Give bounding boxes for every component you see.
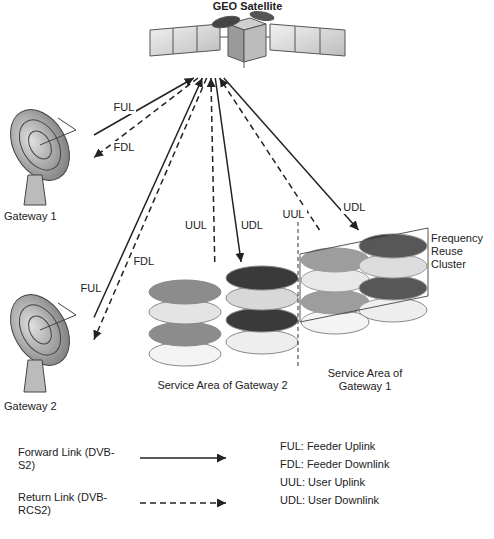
node-label: Gateway 2 xyxy=(4,400,94,413)
satellite-node: GEO Satellite xyxy=(140,0,355,78)
node-label: Gateway 1 xyxy=(4,210,94,223)
forward-link-arrow xyxy=(94,78,194,135)
gateway-dish xyxy=(0,284,82,392)
service-area-node: Service Area of Gateway 2 xyxy=(145,262,300,394)
return-link-arrow xyxy=(94,78,198,158)
forward-link-arrow xyxy=(94,78,202,318)
gateway-dish xyxy=(0,99,82,205)
link-label: FDL xyxy=(131,255,156,268)
forward-link-arrow xyxy=(215,78,241,262)
abbreviation-key: FUL: Feeder Uplink xyxy=(280,440,480,453)
reuse-cluster-outline xyxy=(300,228,428,322)
legend-line xyxy=(140,457,226,459)
cluster-label: Frequency Reuse Cluster xyxy=(431,232,493,272)
node-label: Service Area of Gateway 1 xyxy=(315,367,415,393)
gateway-node: Gateway 1 xyxy=(2,100,94,225)
link-label: UUL xyxy=(280,208,306,221)
return-link-arrow xyxy=(220,78,320,230)
node-label: Service Area of Gateway 2 xyxy=(145,379,300,392)
service-area-node: Service Area of Gateway 1 xyxy=(300,230,430,395)
link-label: UDL xyxy=(341,201,367,214)
abbreviation-key: UUL: User Uplink xyxy=(280,476,480,489)
area-divider xyxy=(298,222,299,368)
legend-text: Return Link (DVB-RCS2) xyxy=(18,491,128,517)
link-label: UDL xyxy=(239,219,265,232)
abbreviation-key: FDL: Feeder Downlink xyxy=(280,458,480,471)
node-label: GEO Satellite xyxy=(140,0,355,13)
legend-text: Forward Link (DVB-S2) xyxy=(18,446,123,472)
legend-line xyxy=(140,502,226,504)
return-link-arrow xyxy=(211,78,215,262)
link-label: FUL xyxy=(79,282,104,295)
gateway-node: Gateway 2 xyxy=(2,285,94,415)
link-label: FDL xyxy=(112,141,137,154)
link-label: FUL xyxy=(112,101,137,114)
satellite-picture xyxy=(150,10,345,68)
abbreviation-key: UDL: User Downlink xyxy=(280,494,480,507)
beam-spots xyxy=(149,266,298,366)
return-link-arrow xyxy=(94,78,207,340)
forward-link-arrow xyxy=(224,78,359,230)
link-label: UUL xyxy=(183,219,209,232)
